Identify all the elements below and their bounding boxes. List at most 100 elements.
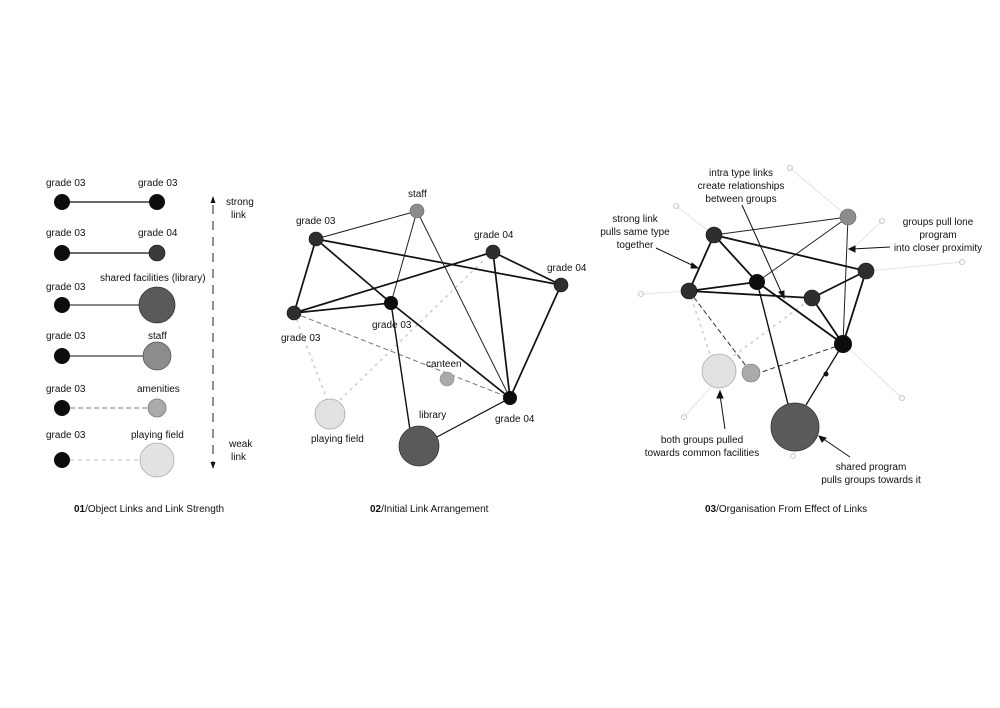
node-playing-field [701,353,737,389]
label-left: grade 03 [46,331,86,342]
panel-object-links: grade 03 grade 03 grade 03 grade 04 grad… [46,178,254,515]
node-grade04 [553,277,569,293]
node-grade03 [54,452,70,468]
annotation-lone-program: groups pull lone program into closer pro… [894,217,982,254]
svg-text:into closer proximity: into closer proximity [894,243,982,254]
svg-text:pulls groups towards it: pulls groups towards it [821,475,921,486]
label-right: amenities [137,384,180,395]
ghost-node [879,218,885,224]
caption-02: 02/Initial Link Arrangement [370,504,489,515]
svg-text:intra type links: intra type links [709,168,773,179]
arrow-down-icon [210,462,216,469]
label-grade04: grade 04 [495,414,535,425]
node-grade03 [384,296,398,310]
caption-number: 01 [74,504,86,515]
label-left: grade 03 [46,228,86,239]
legend-row-grade03-grade03: grade 03 grade 03 [46,178,178,210]
legend-row-grade03-library: grade 03 shared facilities (library) [46,273,206,324]
label-left: grade 03 [46,384,86,395]
svg-text:program: program [919,230,956,241]
node-playing-field [139,442,175,478]
node-grade04 [834,335,852,353]
label-right: playing field [131,430,184,441]
node-canteen [439,371,455,387]
node-amenities [147,398,167,418]
legend-row-grade03-staff: grade 03 staff [46,331,172,371]
caption-text: /Organisation From Effect of Links [716,504,867,515]
svg-text:together: together [617,240,654,251]
ghost-node [673,203,679,209]
svg-text:between groups: between groups [705,194,776,205]
label-right: grade 03 [138,178,178,189]
node-staff [409,203,425,219]
svg-text:strong link: strong link [612,214,659,225]
node-staff [142,341,172,371]
scale-strong-label: link [231,210,247,221]
label-right: staff [148,331,167,342]
node-playing-field [314,398,346,430]
panel-initial-arrangement: staff grade 03 grade 04 grade 04 grade 0… [281,189,587,515]
label-grade03: grade 03 [296,216,336,227]
node-grade03 [286,305,302,321]
arrow-up-icon [210,196,216,203]
node-grade03 [149,194,165,210]
svg-text:both groups pulled: both groups pulled [661,435,743,446]
label-right: grade 04 [138,228,178,239]
annotation-strong-link: strong link pulls same type together [600,214,670,251]
ghost-node [638,291,644,297]
node-staff [839,208,857,226]
caption-01: 01/Object Links and Link Strength [74,504,224,515]
label-left: grade 03 [46,430,86,441]
svg-text:pulls same type: pulls same type [600,227,670,238]
caption-number: 02 [370,504,382,515]
node-grade04 [803,289,821,307]
annotation-shared-program: shared program pulls groups towards it [821,462,921,486]
node-grade03 [54,245,70,261]
ghost-node [681,414,687,420]
legend-row-grade03-playing-field: grade 03 playing field [46,430,184,478]
label-staff: staff [408,189,427,200]
legend-row-grade03-amenities: grade 03 amenities [46,384,180,418]
ghost-node [787,165,793,171]
node-grade04 [503,391,517,405]
node-library [770,402,820,452]
svg-text:create relationships: create relationships [698,181,785,192]
node-grade04 [485,244,501,260]
annotation-common-facilities: both groups pulled towards common facili… [645,435,759,459]
node-small-dot [823,371,829,377]
node-grade03 [54,297,70,313]
node-grade03 [54,400,70,416]
ghost-node [899,395,905,401]
scale-strong-label: strong [226,197,254,208]
node-amenities [741,363,761,383]
annotation-intra-type-links: intra type links create relationships be… [698,168,785,205]
label-right: shared facilities (library) [100,273,206,284]
node-grade04 [857,262,875,280]
ghost-node [790,453,796,459]
label-grade03: grade 03 [372,320,412,331]
svg-text:groups pull lone: groups pull lone [903,217,974,228]
node-grade03 [54,348,70,364]
node-grade03 [308,231,324,247]
node-library [398,425,440,467]
node-library [138,286,176,324]
node-grade03 [680,282,698,300]
legend-row-grade03-grade04: grade 03 grade 04 [46,228,178,262]
panel-organisation: intra type links create relationships be… [600,165,982,515]
scale-weak-label: link [231,452,247,463]
caption-text: /Initial Link Arrangement [381,504,489,515]
caption-03: 03/Organisation From Effect of Links [705,504,867,515]
scale-weak-label: weak [228,439,253,450]
label-grade04: grade 04 [474,230,514,241]
label-playing-field: playing field [311,434,364,445]
label-canteen: canteen [426,359,462,370]
node-grade03 [54,194,70,210]
label-grade03: grade 03 [281,333,321,344]
link-strength-scale: strong link weak link [210,196,254,469]
svg-text:shared program: shared program [836,462,907,473]
caption-text: /Object Links and Link Strength [85,504,224,515]
svg-text:towards common facilities: towards common facilities [645,448,759,459]
label-library: library [419,410,446,421]
label-grade04: grade 04 [547,263,587,274]
